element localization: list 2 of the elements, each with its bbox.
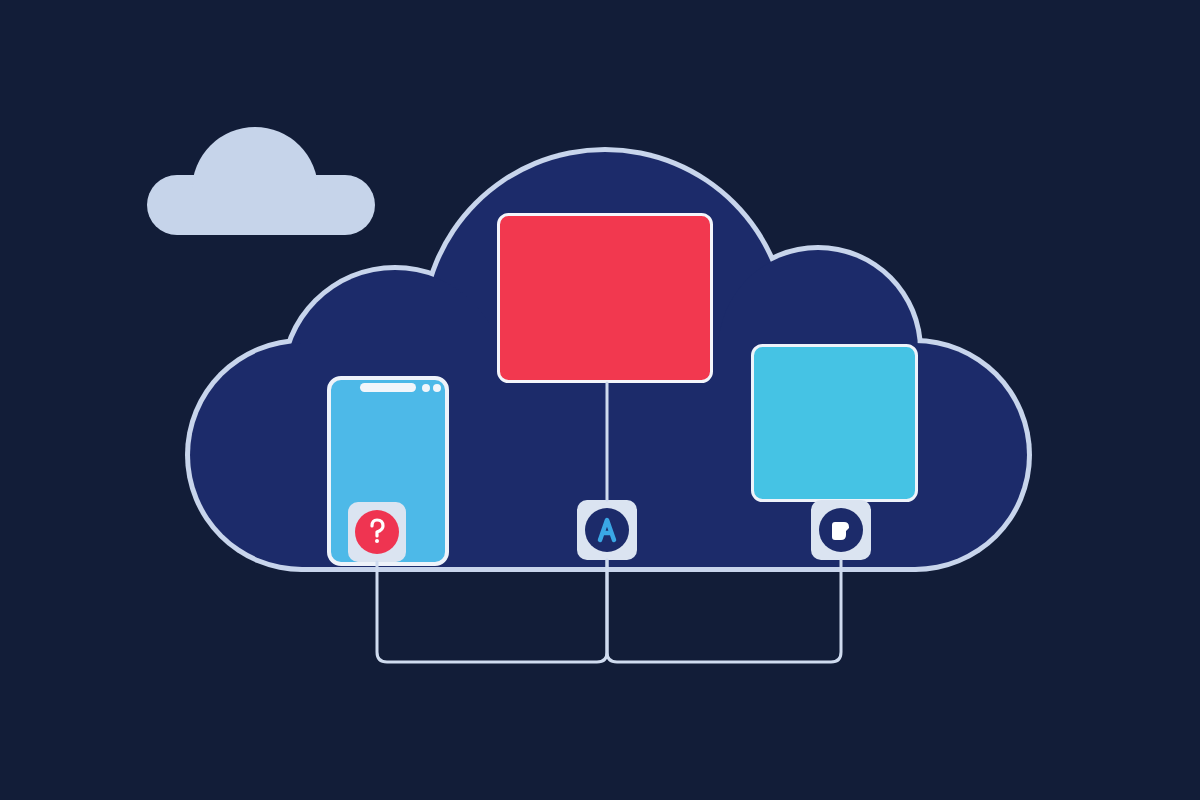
connector-line: [375, 558, 609, 664]
connector-line: [605, 558, 843, 664]
